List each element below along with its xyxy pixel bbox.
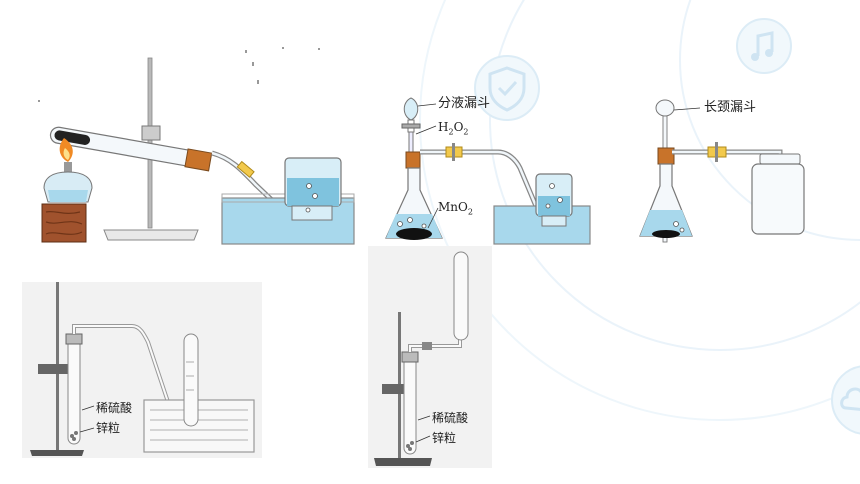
label-long-neck-funnel: 长颈漏斗 <box>704 100 757 115</box>
label-zinc-granules-2: 锌粒 <box>432 431 457 445</box>
apparatus-zinc-acid-inverted-tube <box>368 246 492 468</box>
label-h2o2: H2O2 <box>438 120 469 137</box>
shield-icon <box>474 55 540 121</box>
apparatus-long-neck-funnel <box>639 99 805 243</box>
apparatus-h2o2-mno2 <box>385 97 591 245</box>
label-mno2: MnO2 <box>438 200 473 217</box>
apparatus-zinc-acid-collection <box>22 282 262 458</box>
label-dilute-sulfuric-acid-2: 稀硫酸 <box>432 411 469 425</box>
label-separatory-funnel: 分液漏斗 <box>438 96 491 111</box>
cloud-icon <box>831 365 860 435</box>
apparatus-heating-solid <box>38 47 355 245</box>
music-note-icon <box>736 18 792 74</box>
label-zinc-granules-1: 锌粒 <box>96 421 121 435</box>
label-dilute-sulfuric-acid-1: 稀硫酸 <box>96 401 133 415</box>
